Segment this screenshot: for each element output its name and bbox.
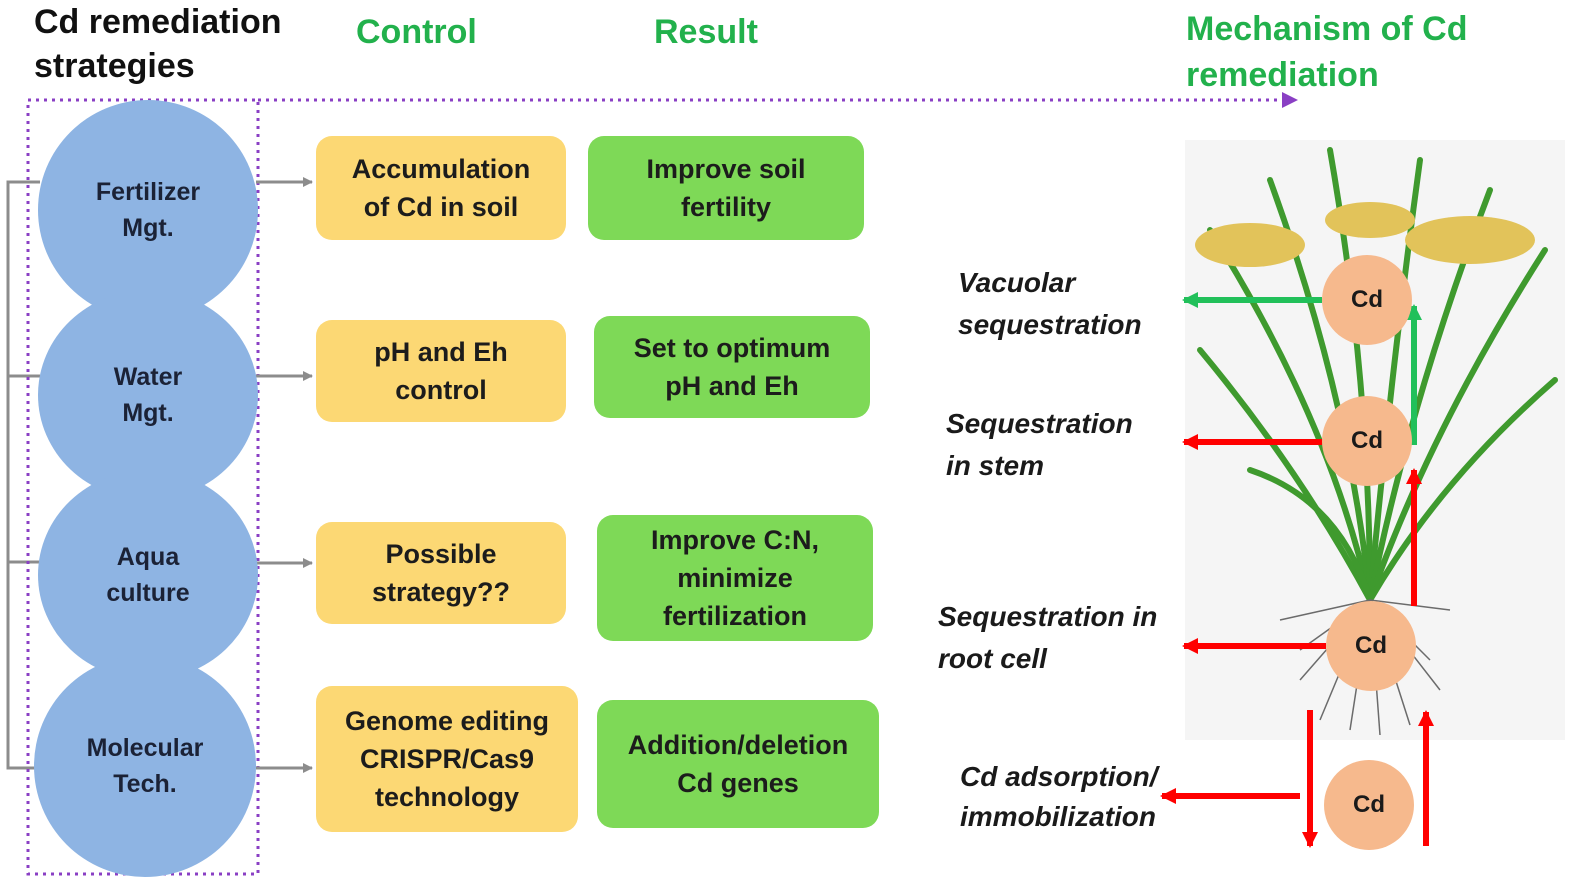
- result-box-1: Improve soil fertility: [588, 136, 864, 240]
- control-box-4: Genome editing CRISPR/Cas9 technology: [316, 686, 578, 832]
- result-box-2: Set to optimum pH and Eh: [594, 316, 870, 418]
- mechanism-adsorption: Cd adsorption/ immobilization: [960, 761, 1158, 832]
- mechanism-vacuolar: Vacuolar sequestration: [958, 267, 1142, 340]
- mechanism-stem: Sequestration in stem: [946, 408, 1133, 481]
- header-mechanism: Mechanism of Cd remediation: [1186, 10, 1468, 94]
- header-result: Result: [654, 13, 758, 51]
- strategy-molecular: Molecular Tech.: [34, 655, 256, 877]
- strategy-water: Water Mgt.: [38, 290, 258, 500]
- strategy-aquaculture: Aqua culture: [38, 470, 258, 680]
- header-control: Control: [356, 13, 477, 51]
- control-box-1: Accumulation of Cd in soil: [316, 136, 566, 240]
- result-box-3: Improve C:N, minimize fertilization: [597, 515, 873, 641]
- strategy-fertilizer: Fertilizer Mgt.: [38, 100, 258, 320]
- cd-node-root: Cd: [1326, 601, 1416, 691]
- cd-node-vacuole: Cd: [1322, 255, 1412, 345]
- cd-node-soil: Cd: [1324, 760, 1414, 850]
- control-box-2: pH and Eh control: [316, 320, 566, 422]
- mechanism-root-cell: Sequestration in root cell: [938, 601, 1158, 674]
- dotted-frame: [26, 92, 1298, 876]
- control-box-3: Possible strategy??: [316, 522, 566, 624]
- result-box-4: Addition/deletion Cd genes: [597, 700, 879, 828]
- cd-node-stem: Cd: [1322, 396, 1412, 486]
- header-strategies: Cd remediation strategies: [34, 3, 282, 85]
- left-bracket: [6, 180, 40, 770]
